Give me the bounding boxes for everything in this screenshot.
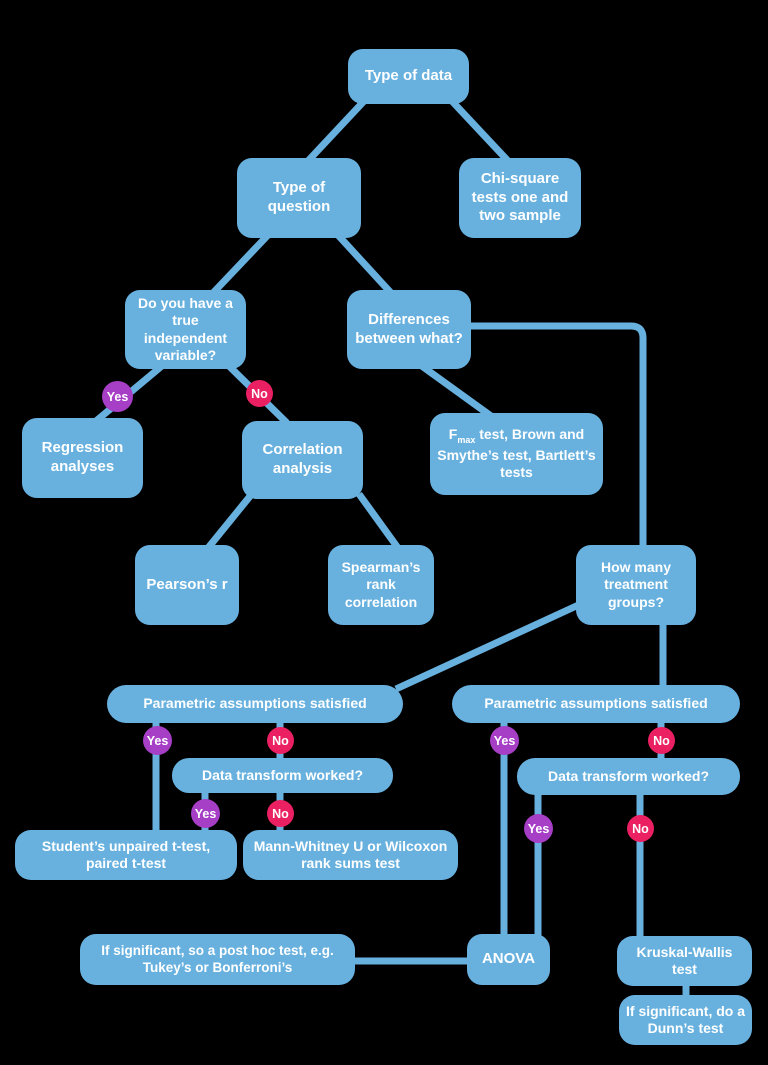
node-correlation-analysis: Correlation analysis bbox=[242, 421, 363, 499]
node-type-of-question: Type of question bbox=[237, 158, 361, 238]
node-how-many-treatment-groups: How many treatment groups? bbox=[576, 545, 696, 625]
node-differences-between-what: Differences between what? bbox=[347, 290, 471, 369]
edge-differences-howmanygroups bbox=[470, 322, 647, 548]
badge-no-parametric-left: No bbox=[267, 727, 294, 754]
badge-yes-parametric-left: Yes bbox=[143, 726, 172, 755]
edge-differences-variancetests bbox=[416, 361, 494, 419]
edge-typeofdata-chisquare bbox=[447, 96, 512, 165]
variance-tests-label: Fmax test, Brown and Smythe’s test, Bart… bbox=[437, 426, 596, 481]
badge-yes-independent-variable: Yes bbox=[102, 381, 133, 412]
node-kruskal-wallis-test: Kruskal-Wallis test bbox=[617, 936, 752, 986]
edge-howmany-parametricleft bbox=[394, 598, 587, 693]
edge-correlation-spearmans bbox=[356, 491, 401, 551]
badge-no-transform-right: No bbox=[627, 815, 654, 842]
badge-yes-parametric-right: Yes bbox=[490, 726, 519, 755]
node-variance-tests: Fmax test, Brown and Smythe’s test, Bart… bbox=[430, 413, 603, 495]
edge-typeofquestion-independent bbox=[209, 231, 272, 297]
node-data-transform-right: Data transform worked? bbox=[517, 758, 740, 795]
edge-correlation-pearsons bbox=[205, 492, 254, 551]
badge-yes-transform-left: Yes bbox=[191, 799, 220, 828]
edge-typeofdata-typeofquestion bbox=[304, 96, 369, 165]
node-spearmans-rank-correlation: Spearman’s rank correlation bbox=[328, 545, 434, 625]
node-students-t-test: Student’s unpaired t-test, paired t-test bbox=[15, 830, 237, 880]
node-dunns-test: If significant, do a Dunn’s test bbox=[619, 995, 752, 1045]
node-data-transform-left: Data transform worked? bbox=[172, 758, 393, 793]
badge-no-independent-variable: No bbox=[246, 380, 273, 407]
node-independent-variable-question: Do you have a true independent variable? bbox=[125, 290, 246, 369]
node-parametric-assumptions-left: Parametric assumptions satisfied bbox=[107, 685, 403, 723]
node-pearsons-r: Pearson’s r bbox=[135, 545, 239, 625]
node-anova: ANOVA bbox=[467, 934, 550, 985]
edge-typeofquestion-differences bbox=[334, 231, 395, 297]
badge-no-parametric-right: No bbox=[648, 727, 675, 754]
badge-no-transform-left: No bbox=[267, 800, 294, 827]
node-parametric-assumptions-right: Parametric assumptions satisfied bbox=[452, 685, 740, 723]
node-post-hoc-test: If significant, so a post hoc test, e.g.… bbox=[80, 934, 355, 985]
badge-yes-transform-right: Yes bbox=[524, 814, 553, 843]
node-chi-square-tests: Chi-square tests one and two sample bbox=[459, 158, 581, 238]
node-type-of-data: Type of data bbox=[348, 49, 469, 104]
node-mann-whitney-wilcoxon: Mann-Whitney U or Wilcoxon rank sums tes… bbox=[243, 830, 458, 880]
node-regression-analyses: Regression analyses bbox=[22, 418, 143, 498]
